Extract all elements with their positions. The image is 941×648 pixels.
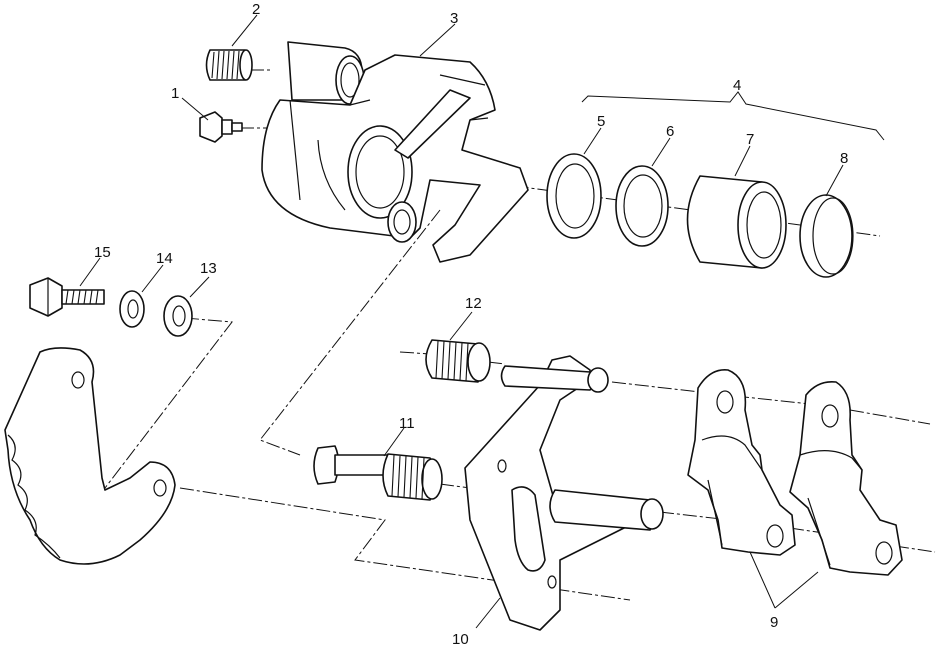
callout-labels: 1 2 3 4 5 6 7 8 9 10 11 12 13 14 15 [94,1,848,648]
part-13-flat-washer [163,295,193,337]
part-5-seal [546,153,602,239]
callout-13: 13 [200,260,217,277]
callout-9: 9 [770,614,778,631]
part-2-bleeder-plug [205,49,253,81]
callout-2: 2 [252,1,260,18]
callout-12: 12 [465,295,482,312]
part-14-lock-washer [119,290,145,328]
callout-10: 10 [452,631,469,648]
fork-leg-mount [4,347,176,565]
callout-15: 15 [94,244,111,261]
callout-3: 3 [450,10,458,27]
part-10-caliper-bracket [464,355,664,631]
callout-leaders [79,14,844,629]
part-7-piston [686,175,787,269]
part-3-caliper-body [261,41,529,263]
callout-1: 1 [171,85,179,102]
callout-11: 11 [399,415,415,432]
callout-7: 7 [746,131,754,148]
callout-4: 4 [733,77,741,94]
part-9-brake-pad-outer [789,380,903,576]
part-6-dust-seal [615,165,669,247]
part-1-bleeder-screw [199,111,243,143]
part-12-boot [425,339,491,383]
part-9-brake-pad-inner [687,369,796,556]
callout-5: 5 [597,113,605,130]
callout-6: 6 [666,123,674,140]
part-15-bolt [29,277,105,317]
callout-14: 14 [156,250,173,267]
callout-8: 8 [840,150,848,167]
part-8-piston-cap [799,194,854,278]
part-11-slide-pin [313,445,443,501]
part-4-group-bracket [581,91,885,141]
